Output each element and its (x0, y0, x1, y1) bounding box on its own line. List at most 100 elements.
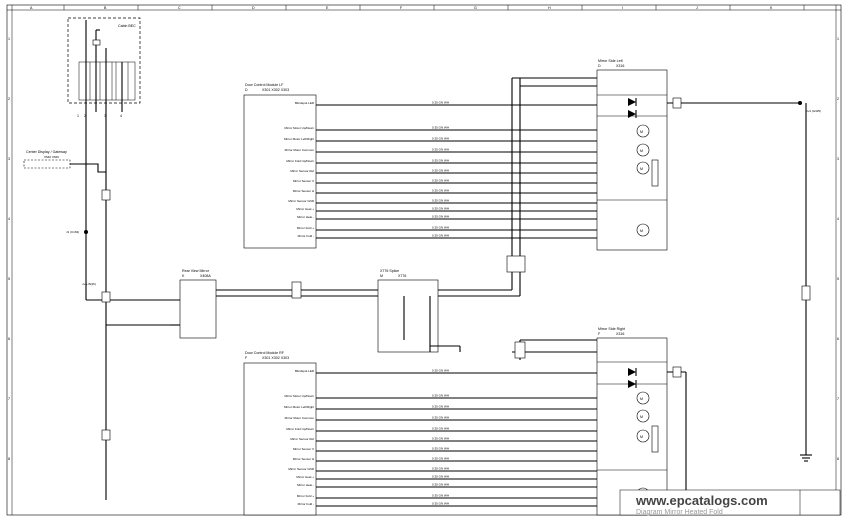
door-pin-label: Mirror Sensor H (293, 189, 314, 193)
door-pin-label: Mirror Motor Up/Down (284, 394, 314, 398)
door-pin-label: Mirror Fold + (297, 226, 314, 230)
door-pin-label: Mirror Fold - (298, 502, 314, 506)
wire-code: 0.35 GN WH (432, 126, 449, 130)
wire-code: 0.35 GN WH (432, 148, 449, 152)
cabin-bec-module: Cabin BEC 1 2 3 4 (67, 17, 141, 118)
mirror-side-left: Mirror Side Left D X316 M M M M (596, 59, 802, 251)
door-pin-label: Mirror Sensor GND (288, 467, 315, 471)
row-label: 8 (8, 457, 10, 461)
row-label: 3 (8, 157, 10, 161)
footer-text: Diagram Mirror Heated Fold (636, 509, 723, 516)
row-label: 8 (837, 457, 839, 461)
door-pin-label: Mirror Heat - (297, 483, 314, 487)
row-label: 6 (8, 337, 10, 341)
row-label: 7 (837, 397, 839, 401)
wire-code: 0.35 GN WH (432, 405, 449, 409)
door-pin-label: Mirror Motor Common (285, 148, 315, 152)
wire-code: 0.35 GN WH (432, 427, 449, 431)
door-pin-label: Mirror Motor Up/Down (284, 126, 314, 130)
door-pin-label: Blindspot LED (295, 369, 315, 373)
row-label: 5 (837, 277, 839, 281)
door-pin-label: Mirror Sensor Ref (290, 169, 314, 173)
splice-title: X776 Splice (380, 269, 399, 273)
wire-code: 0.35 GN WH (432, 502, 449, 506)
wire-code: 0.35 GN WH (432, 169, 449, 173)
rear-view-mirror: Rear View Mirror K X408A (160, 269, 380, 339)
bec-pin-2: 2 (84, 114, 86, 118)
svg-text:M: M (640, 415, 643, 419)
door-pin-label: Mirror Sensor V (293, 447, 314, 451)
row-label: 6 (837, 337, 839, 341)
row-label: 5 (8, 277, 10, 281)
cabin-bec-title: Cabin BEC (118, 24, 136, 28)
door-pin-label: Mirror Motor Left/Right (284, 137, 314, 141)
door-pin-label: Mirror Heat + (296, 207, 314, 211)
wire-code: 0.35 GN WH (432, 137, 449, 141)
sheet-border (6, 4, 842, 516)
wire-code: 0.35 GN WH (432, 475, 449, 479)
wire-code: 0.35 GN WH (432, 394, 449, 398)
wire-code: 0.35 GN WH (432, 101, 449, 105)
mirror-left-title: Mirror Side Left (598, 59, 623, 63)
column-label: B (104, 6, 107, 10)
column-label: D (252, 6, 255, 10)
rear-view-mirror-letter: K (182, 274, 185, 278)
door-lf-connectors: X301 X302 X303 (262, 88, 289, 92)
wire-code: 0.35 GN WH (432, 226, 449, 230)
row-label: 1 (8, 37, 10, 41)
svg-text:M: M (640, 149, 643, 153)
door-rf-letter: F (245, 356, 248, 360)
door-pin-label: Mirror Sensor V (293, 179, 314, 183)
column-label: G (474, 6, 477, 10)
wire-code: 0.35 GN WH (432, 189, 449, 193)
column-label: C (178, 6, 181, 10)
mirror-right-code: X316 (616, 332, 624, 336)
door-rf-connectors: X301 X302 X303 (262, 356, 289, 360)
bec-pin-3: 3 (104, 114, 106, 118)
collector-bus (506, 77, 597, 360)
wire-code: 0.35 GN WH (432, 159, 449, 163)
splice-code: X776 (398, 274, 406, 278)
wire-code: 0.35 GN WH (432, 447, 449, 451)
door-lf-title: Door Control Module LF (245, 83, 284, 87)
door-control-module-lf: Door Control Module LF D X301 X302 X303 … (243, 83, 317, 249)
column-label: K (770, 6, 773, 10)
door-pin-label: Mirror Sensor GND (288, 199, 315, 203)
wire-code: 0.35 GN WH (432, 437, 449, 441)
door-pin-label: Mirror Sensor H (293, 457, 314, 461)
bec-pin-1: 1 (77, 114, 79, 118)
left-bus: J1 (C163) J+/L B(26) (66, 112, 170, 500)
column-label: F (400, 6, 403, 10)
wire-code: 0.35 GN WH (432, 199, 449, 203)
door-rf-title: Door Control Module RF (245, 351, 285, 355)
row-label: 4 (8, 217, 10, 221)
mirror-left-letter: D (598, 64, 601, 68)
ground-bus: J+3 (G325) (800, 103, 821, 462)
bec-pin-4: 4 (120, 114, 122, 118)
wire-code: 0.35 GN WH (432, 179, 449, 183)
splice-letter: M (380, 274, 383, 278)
svg-text:M: M (640, 167, 643, 171)
svg-text:M: M (640, 435, 643, 439)
row-label: 4 (837, 217, 839, 221)
rear-view-mirror-title: Rear View Mirror (182, 269, 210, 273)
rf-harness: 0.35 GN WH 0.35 GN WH 0.35 GN WH 0.35 GN WH… (316, 369, 597, 507)
center-display-module: Center Display / Gateway X540 X629 (23, 150, 106, 173)
svg-text:M: M (640, 229, 643, 233)
wire-code: 0.35 GN WH (432, 494, 449, 498)
door-pin-label: Mirror Fold + (297, 494, 314, 498)
lf-harness: 0.35 GN WH 0.35 GN WH 0.35 GN WH 0.35 GN WH… (316, 101, 597, 239)
wire-code: 0.35 GN WH (432, 483, 449, 487)
mirror-side-right: Mirror Side Right F X316 M M M M (596, 327, 687, 516)
wire-code: 0.35 GN WH (432, 234, 449, 238)
wire-code: 0.35 GN WH (432, 457, 449, 461)
column-label: A (30, 6, 33, 10)
watermark: www.epcatalogs.com (635, 493, 768, 508)
column-label: H (548, 6, 551, 10)
door-control-module-rf: Door Control Module RF F X301 X302 X303 … (243, 351, 317, 516)
wire-code: 0.35 GN WH (432, 215, 449, 219)
mirror-left-code: X316 (616, 64, 624, 68)
row-label: 7 (8, 397, 10, 401)
